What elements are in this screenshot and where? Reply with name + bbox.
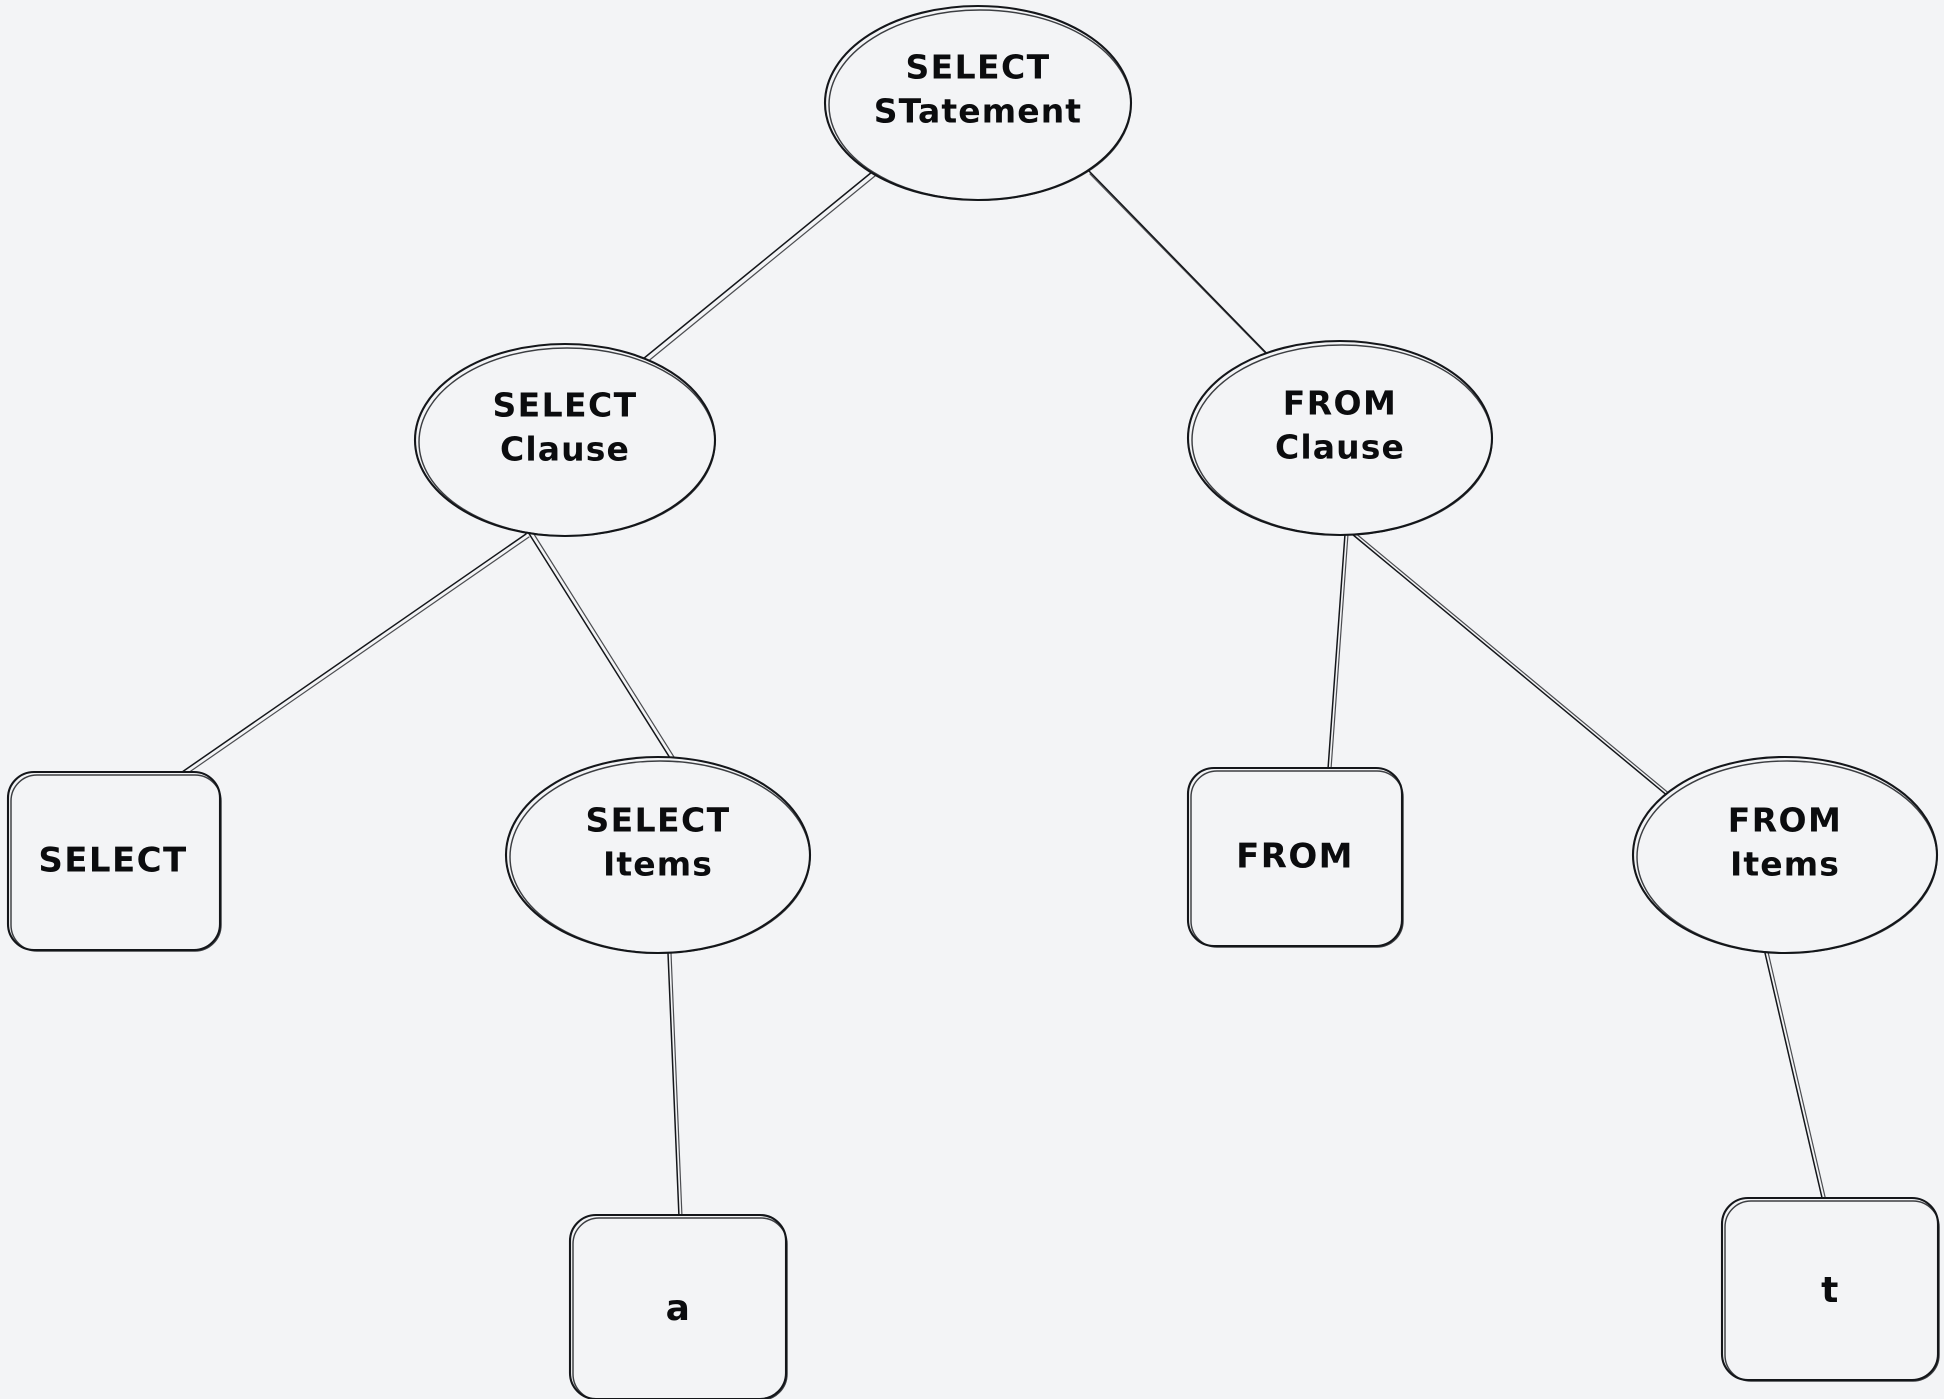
edge-layer: [145, 169, 1827, 1218]
node-t-terminal-label: t: [1821, 1270, 1839, 1311]
node-select-statement-line2: STatement: [874, 92, 1082, 131]
node-from-clause-line2: Clause: [1275, 428, 1405, 467]
node-select-items-line2: Items: [603, 845, 713, 884]
node-t-terminal[interactable]: t: [1720, 1196, 1940, 1382]
node-from-terminal-label: FROM: [1236, 837, 1354, 877]
node-from-items[interactable]: FROM Items: [1631, 755, 1939, 955]
node-select-items[interactable]: SELECT Items: [504, 755, 812, 955]
edge-select-items-to-a-terminal: [667, 952, 683, 1218]
node-from-items-line2: Items: [1730, 845, 1840, 884]
edge-select-clause-to-select-items: [527, 530, 697, 794]
node-select-terminal-label: SELECT: [38, 841, 187, 881]
node-select-terminal[interactable]: SELECT: [6, 770, 222, 952]
node-from-items-line1: FROM: [1728, 801, 1842, 840]
node-select-clause[interactable]: SELECT Clause: [413, 342, 717, 538]
node-select-clause-line1: SELECT: [492, 386, 637, 425]
edge-from-clause-to-from-items: [1351, 531, 1719, 837]
node-from-terminal[interactable]: FROM: [1186, 766, 1404, 948]
node-a-terminal-label: a: [666, 1288, 691, 1329]
node-from-clause-line1: FROM: [1283, 384, 1397, 423]
edge-from-items-to-t-terminal: [1764, 951, 1827, 1203]
node-select-statement-line1: SELECT: [905, 48, 1050, 87]
edge-select-statement-to-from-clause: [1087, 169, 1282, 370]
edge-select-clause-to-select-terminal: [145, 533, 530, 801]
node-from-clause[interactable]: FROM Clause: [1186, 339, 1494, 537]
node-select-items-line1: SELECT: [585, 801, 730, 840]
node-a-terminal[interactable]: a: [568, 1213, 788, 1399]
edge-select-statement-to-select-clause: [626, 171, 876, 377]
node-select-statement[interactable]: SELECT STatement: [823, 4, 1133, 202]
node-select-clause-line2: Clause: [500, 430, 630, 469]
